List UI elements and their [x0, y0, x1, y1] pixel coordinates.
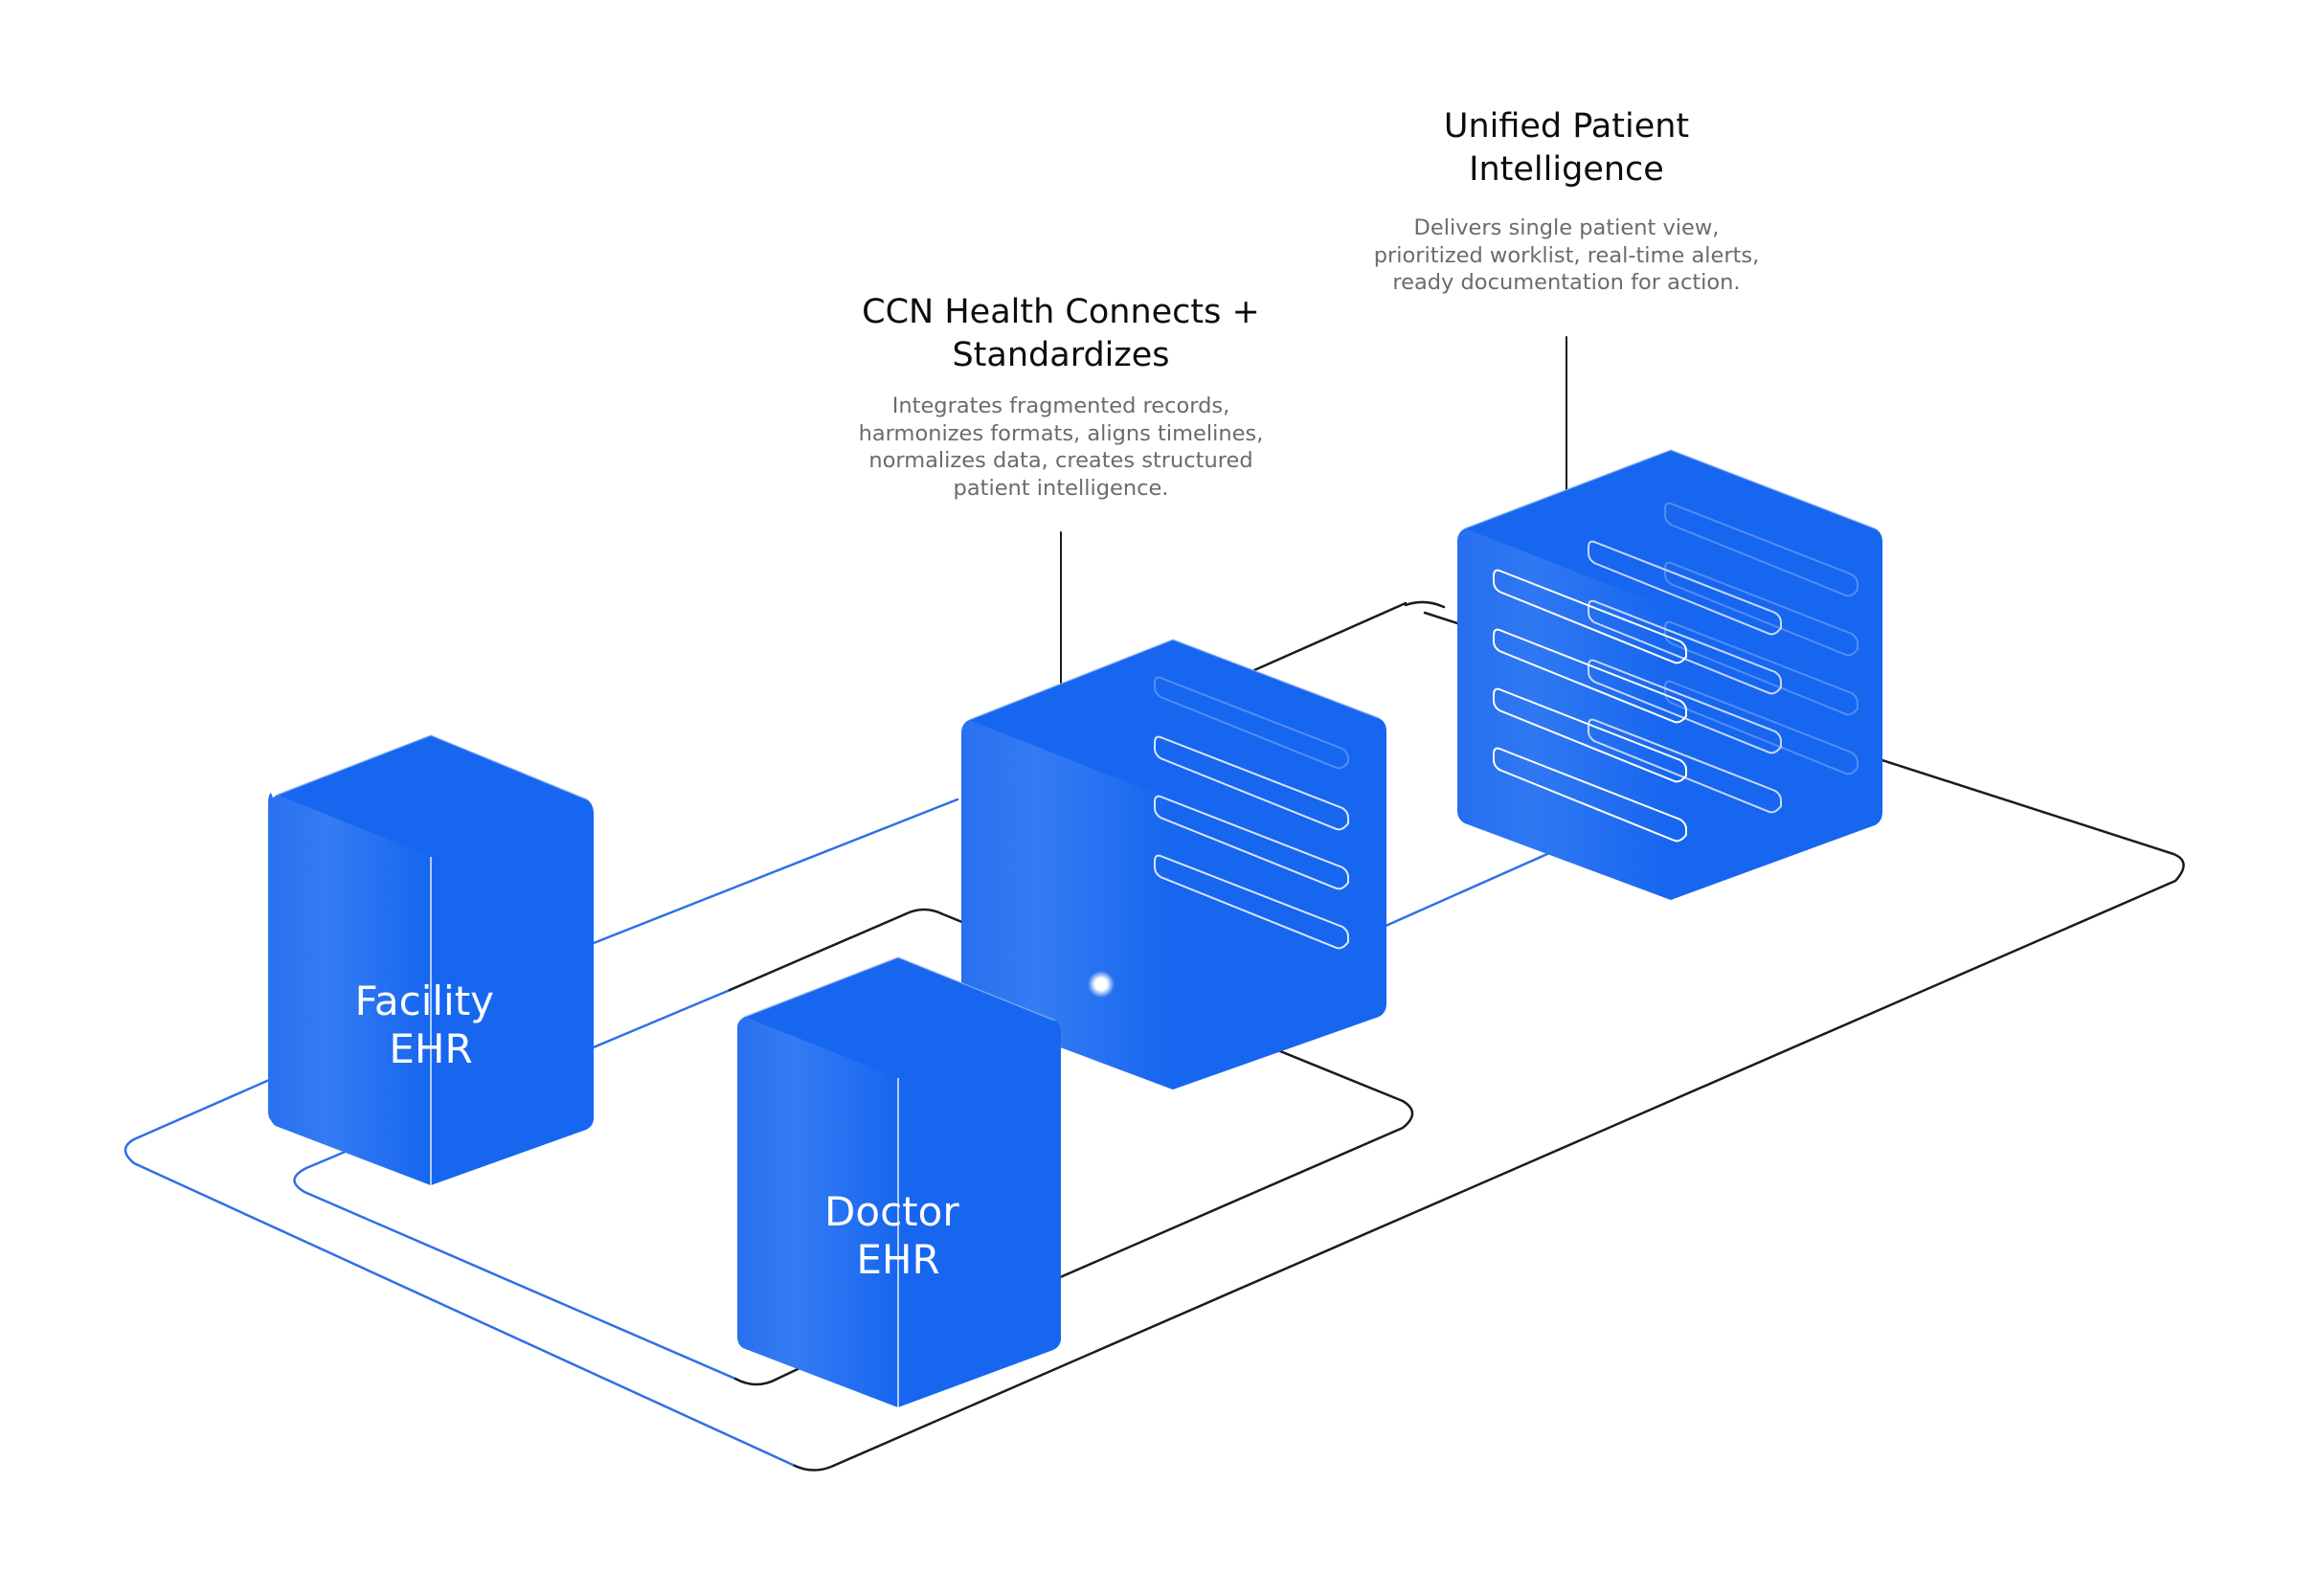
ccn-callout-title-line-1: CCN Health Connects +: [862, 293, 1260, 331]
doctor-ehr-label-line-2: EHR: [856, 1236, 939, 1283]
ccn-bar: [1154, 735, 1349, 831]
doctor-ehr-label-line-1: Doctor: [824, 1188, 959, 1235]
unified-callout-description-line-3: ready documentation for action.: [1392, 270, 1741, 295]
inner-platform-path: [903, 908, 1414, 1280]
ccn-block[interactable]: [961, 639, 1386, 1090]
inner-platform-back-edge: [726, 912, 907, 993]
unified-bar-front: [1493, 569, 1687, 664]
outer-platform-top-edge: [1252, 601, 1408, 672]
ccn-callout-description-line-2: harmonizes formats, aligns timelines,: [858, 420, 1264, 446]
unified-bar-front: [1493, 628, 1687, 724]
ccn-callout-description-line-4: patient intelligence.: [953, 475, 1169, 501]
unified-callout-title-line-2: Intelligence: [1469, 150, 1664, 189]
unified-bar-mid: [1588, 718, 1782, 814]
inner-platform-front-edge: [733, 1360, 816, 1386]
facility-ehr-top-edge: [277, 734, 588, 800]
doctor-ehr-label: Doctor EHR: [824, 1188, 972, 1283]
unified-bar-back: [1664, 620, 1859, 716]
unified-bar-back: [1664, 561, 1859, 657]
unified-bar-back: [1664, 680, 1859, 776]
unified-record-bars: [1493, 502, 1859, 843]
unified-callout-description-line-1: Delivers single patient view,: [1413, 215, 1720, 240]
ccn-callout-description-line-1: Integrates fragmented records,: [891, 393, 1230, 418]
ccn-glow-point: [1088, 971, 1115, 998]
unified-callout-description: Delivers single patient view, prioritize…: [1279, 214, 1854, 297]
unified-bar-mid: [1588, 540, 1782, 636]
unified-bar-front: [1493, 747, 1687, 843]
ccn-record-bars: [1154, 676, 1349, 950]
unified-block-top-edge: [1464, 449, 1876, 529]
unified-callout-description-line-2: prioritized worklist, real-time alerts,: [1373, 242, 1760, 268]
outer-platform-top-edge-blue: [592, 798, 959, 945]
ccn-bar: [1154, 795, 1349, 890]
facility-ehr-label-line-2: EHR: [389, 1025, 472, 1072]
facility-ehr-block[interactable]: Facility EHR: [268, 734, 594, 1185]
outer-platform-path: [791, 611, 2185, 1472]
unified-callout-title: Unified Patient Intelligence: [1279, 105, 1854, 191]
ccn-callout-title: CCN Health Connects + Standardizes: [774, 291, 1348, 377]
doctor-ehr-highlight: [737, 1017, 898, 1407]
unified-bar-mid: [1588, 659, 1782, 754]
ccn-bar: [1154, 854, 1349, 950]
ccn-callout-description-line-3: normalizes data, creates structured: [868, 448, 1253, 473]
ccn-callout-description: Integrates fragmented records, harmonize…: [774, 393, 1348, 502]
unified-bar-front: [1493, 687, 1687, 783]
facility-ehr-highlight: [270, 795, 431, 1185]
unified-block[interactable]: [1457, 449, 1882, 900]
facility-ehr-label-line-1: Facility: [355, 978, 494, 1024]
unified-bar-mid: [1588, 599, 1782, 695]
doctor-ehr-block[interactable]: Doctor EHR: [737, 956, 1061, 1407]
ccn-block-top-edge: [968, 639, 1380, 721]
unified-bar-back: [1664, 502, 1859, 597]
ccn-bar: [1154, 676, 1349, 770]
facility-ehr-label: Facility EHR: [355, 978, 507, 1072]
ccn-to-unified-link: [1382, 848, 1558, 929]
outer-platform-path-blue: [124, 1075, 795, 1467]
inner-platform-left-edge-blue: [293, 989, 737, 1381]
ccn-block-highlight: [961, 720, 1173, 1090]
doctor-ehr-top-edge: [744, 956, 1056, 1022]
unified-callout-title-line-1: Unified Patient: [1443, 107, 1690, 146]
outer-platform-back-edge: [1404, 600, 1446, 609]
ccn-callout-title-line-2: Standardizes: [952, 336, 1170, 374]
